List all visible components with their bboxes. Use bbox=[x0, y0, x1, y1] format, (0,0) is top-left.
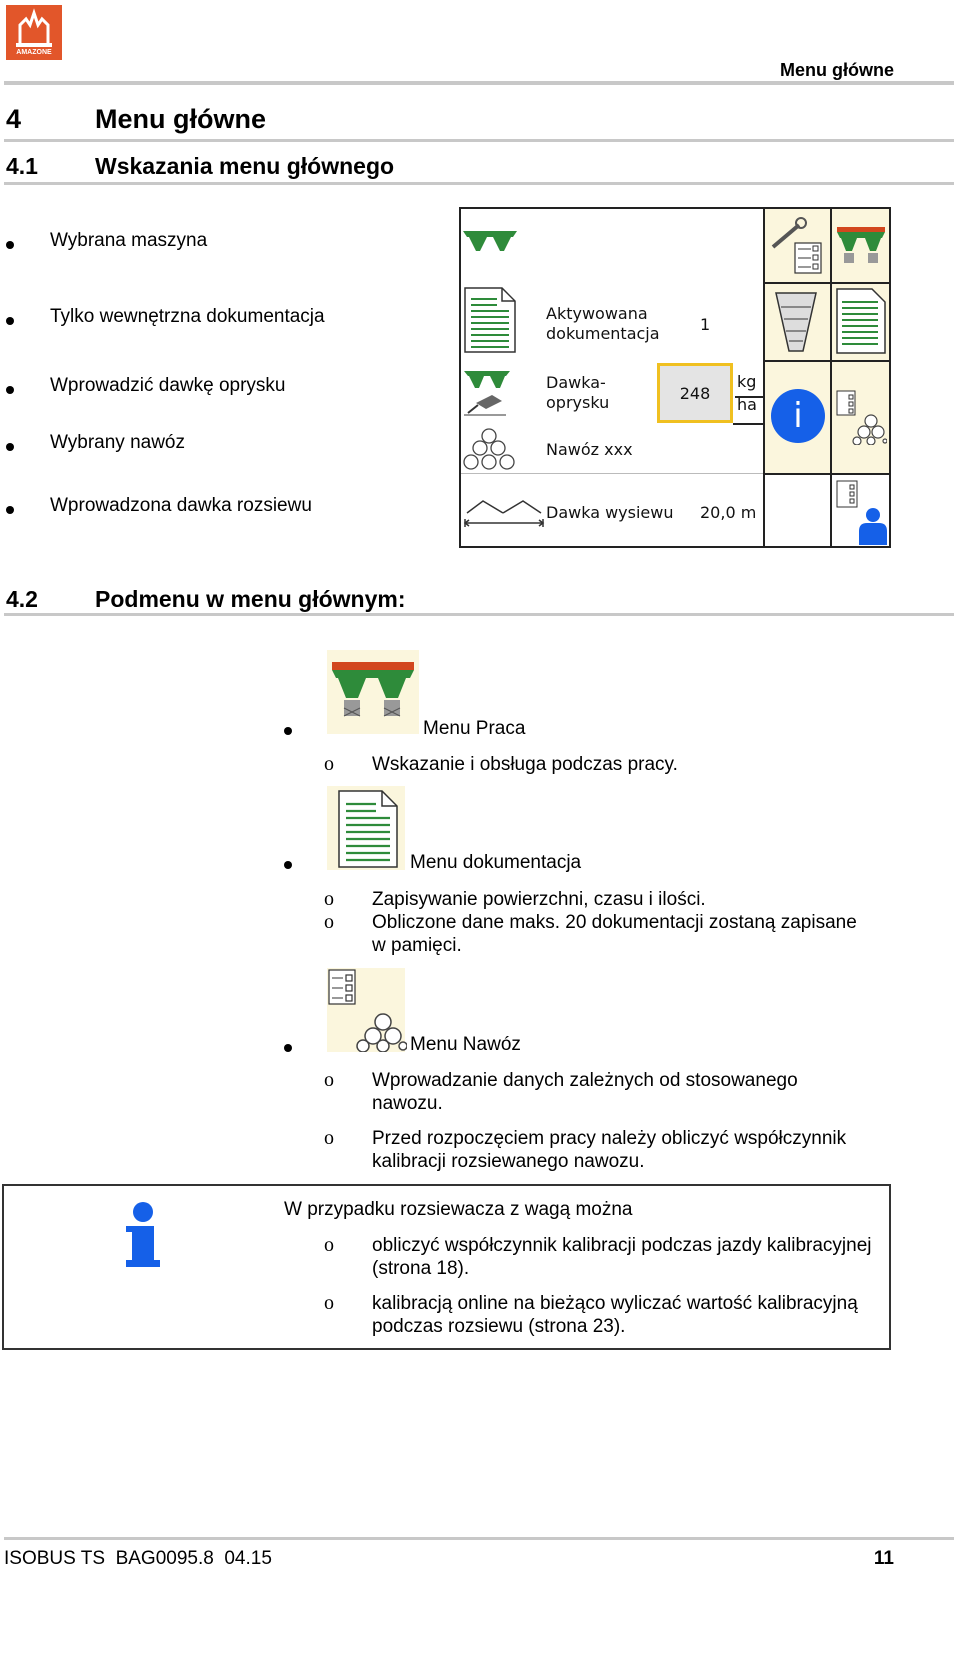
rate-label: Dawka- bbox=[546, 373, 606, 392]
list-item: Wprowadzona dawka rozsiewu bbox=[50, 495, 312, 516]
fertiliser-label: Nawóz xxx bbox=[546, 440, 633, 459]
note-title: W przypadku rozsiewacza z wagą można bbox=[284, 1199, 633, 1220]
doc-value: 1 bbox=[700, 315, 711, 334]
note-box: W przypadku rozsiewacza z wagą można o o… bbox=[2, 1184, 891, 1350]
sub-marker: o bbox=[324, 753, 334, 775]
submenu-desc: Wskazanie i obsługa podczas pracy. bbox=[372, 754, 678, 775]
work-menu-icon bbox=[837, 227, 885, 263]
sub-marker: o bbox=[324, 1127, 334, 1149]
bullet bbox=[284, 727, 292, 735]
hopper-fill-icon bbox=[775, 292, 817, 352]
section1-number: 4.1 bbox=[6, 153, 38, 179]
wrench-list-icon bbox=[771, 217, 822, 274]
sub-marker: o bbox=[324, 1069, 334, 1091]
rate-unit-top: kg bbox=[737, 372, 757, 391]
fertiliser-list-icon bbox=[836, 390, 887, 445]
submenu-desc: Zapisywanie powierzchni, czasu i ilości. bbox=[372, 889, 706, 910]
amazone-logo: AMAZONE bbox=[6, 5, 62, 60]
chapter-number: 4 bbox=[6, 104, 22, 134]
section2-number: 4.2 bbox=[6, 586, 38, 612]
rate-value: 248 bbox=[679, 384, 711, 403]
documentation-icon bbox=[464, 287, 516, 353]
list-item: Wprowadzić dawkę oprysku bbox=[50, 375, 286, 396]
bullet bbox=[6, 317, 14, 325]
documentation-icon bbox=[338, 790, 398, 868]
rate-label: oprysku bbox=[546, 393, 610, 412]
running-header: Menu główne bbox=[780, 60, 894, 80]
section1-title: Wskazania menu głównego bbox=[95, 153, 395, 179]
submenu-desc: Wprowadzanie danych zależnych od stosowa… bbox=[372, 1070, 798, 1091]
note-line: podczas rozsiewu (strona 23). bbox=[372, 1316, 626, 1337]
work-menu-icon bbox=[332, 662, 414, 717]
softkey-fertiliser[interactable] bbox=[832, 362, 889, 473]
page-number: 11 bbox=[873, 1548, 894, 1569]
terminal-screen: Aktywowana dokumentacja 1 Dawka- oprysku… bbox=[459, 207, 891, 548]
list-item: Wybrana maszyna bbox=[50, 230, 208, 251]
bullet bbox=[284, 1044, 292, 1052]
list-item: Wybrany nawóz bbox=[50, 432, 185, 453]
spreader-machine-icon bbox=[463, 231, 517, 251]
submenu-desc: nawozu. bbox=[372, 1093, 443, 1114]
note-line: kalibracją online na bieżąco wyliczać wa… bbox=[372, 1293, 858, 1314]
spray-rate-icon bbox=[464, 371, 510, 416]
doc-label: dokumentacja bbox=[546, 324, 660, 343]
section2-title: Podmenu w menu głównym: bbox=[95, 586, 406, 612]
submenu-desc: Przed rozpoczęciem pracy należy obliczyć… bbox=[372, 1128, 847, 1149]
footer-doc-id: ISOBUS TS BAG0095.8 04.15 bbox=[4, 1548, 272, 1569]
user-settings-icon bbox=[836, 480, 887, 545]
softkey-work[interactable] bbox=[832, 209, 889, 282]
bullet bbox=[6, 241, 14, 249]
chapter-rule bbox=[4, 139, 954, 142]
submenu-title: Menu dokumentacja bbox=[410, 852, 582, 873]
sub-marker: o bbox=[324, 1292, 334, 1314]
list-item: Tylko wewnętrzna dokumentacja bbox=[50, 306, 325, 327]
working-width-icon bbox=[463, 500, 545, 527]
footer-rule bbox=[4, 1537, 954, 1540]
bullet bbox=[284, 861, 292, 869]
note-line: (strona 18). bbox=[372, 1258, 470, 1279]
brand-wordmark: AMAZONE bbox=[16, 49, 52, 56]
bullet bbox=[6, 443, 14, 451]
submenu-desc: kalibracji rozsiewanego nawozu. bbox=[372, 1151, 645, 1172]
header-rule bbox=[4, 81, 954, 85]
fertiliser-bags-icon bbox=[463, 428, 515, 470]
submenu-title: Menu Nawóz bbox=[410, 1034, 521, 1055]
section1-rule bbox=[4, 182, 954, 185]
sub-marker: o bbox=[324, 888, 334, 910]
info-person-icon bbox=[126, 1202, 160, 1267]
rate-input[interactable]: 248 bbox=[657, 363, 733, 423]
bullet bbox=[6, 386, 14, 394]
info-icon: i bbox=[771, 389, 825, 443]
documentation-softkey-icon bbox=[836, 288, 886, 354]
chapter-title: Menu główne bbox=[95, 104, 266, 134]
width-label: Dawka wysiewu bbox=[546, 503, 674, 522]
bullet bbox=[6, 506, 14, 514]
section2-rule bbox=[4, 613, 954, 616]
submenu-title: Menu Praca bbox=[423, 718, 526, 739]
submenu-desc: w pamięci. bbox=[372, 935, 462, 956]
doc-label: Aktywowana bbox=[546, 304, 648, 323]
sub-marker: o bbox=[324, 1234, 334, 1256]
submenu-desc: Obliczone dane maks. 20 dokumentacji zos… bbox=[372, 912, 857, 933]
fertiliser-list-icon bbox=[328, 969, 407, 1052]
rate-unit-bottom: ha bbox=[737, 395, 757, 414]
info-glyph: i bbox=[793, 396, 803, 436]
sub-marker: o bbox=[324, 911, 334, 933]
width-value: 20,0 m bbox=[700, 503, 757, 522]
note-line: obliczyć współczynnik kalibracji podczas… bbox=[372, 1235, 872, 1256]
